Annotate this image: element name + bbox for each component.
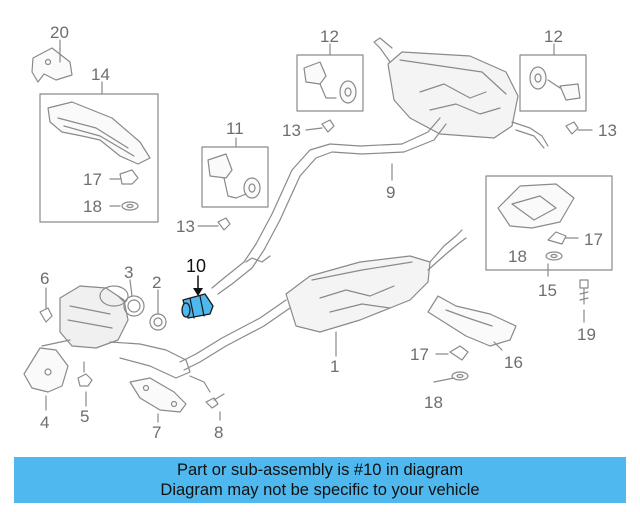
leader-lines bbox=[45, 39, 593, 423]
part-13-bolt-right[interactable] bbox=[565, 121, 579, 135]
callout-16: 16 bbox=[504, 353, 523, 372]
caption-banner: Part or sub-assembly is #10 in diagram D… bbox=[14, 457, 626, 503]
callout-17-lower: 17 bbox=[410, 345, 429, 364]
caption-line-2: Diagram may not be specific to your vehi… bbox=[160, 481, 480, 499]
part-4-bracket[interactable] bbox=[23, 347, 69, 393]
callout-5: 5 bbox=[80, 407, 89, 426]
part-8-bolt[interactable] bbox=[189, 375, 225, 409]
part-18-washer-lower[interactable] bbox=[451, 371, 469, 381]
catalytic-converter[interactable] bbox=[41, 285, 191, 379]
callout-18-lower: 18 bbox=[424, 393, 443, 412]
part-10-clamp-highlighted[interactable] bbox=[181, 293, 214, 319]
callout-12-right: 12 bbox=[544, 27, 563, 46]
callout-3: 3 bbox=[124, 263, 133, 282]
callout-1: 1 bbox=[330, 357, 339, 376]
part-17-grommet-lower[interactable] bbox=[449, 345, 469, 361]
part-13-bolt-mid[interactable] bbox=[217, 217, 231, 231]
callout-13-top: 13 bbox=[282, 121, 301, 140]
callout-17-left: 17 bbox=[83, 170, 102, 189]
callout-20: 20 bbox=[50, 23, 69, 42]
callout-10-arrow bbox=[193, 275, 203, 296]
rear-muffler[interactable] bbox=[373, 37, 549, 149]
part-11-hanger-box[interactable] bbox=[201, 146, 269, 208]
part-6-nut[interactable] bbox=[39, 307, 53, 323]
part-14-heat-shield-box[interactable] bbox=[39, 93, 159, 223]
part-5-nut[interactable] bbox=[77, 361, 93, 387]
callout-4: 4 bbox=[40, 413, 49, 432]
callout-18-left: 18 bbox=[83, 197, 102, 216]
part-12-hanger-box-left[interactable] bbox=[296, 54, 364, 112]
part-20-bracket[interactable] bbox=[31, 47, 73, 83]
part-2-gasket[interactable] bbox=[149, 313, 167, 331]
part-12-hanger-box-right[interactable] bbox=[519, 54, 587, 112]
callout-17-right: 17 bbox=[584, 230, 603, 249]
part-15-heat-shield-box[interactable] bbox=[485, 175, 613, 271]
callout-10: 10 bbox=[186, 256, 206, 276]
callout-13-mid: 13 bbox=[176, 217, 195, 236]
part-16-heat-shield[interactable] bbox=[427, 295, 517, 347]
callout-12-left: 12 bbox=[320, 27, 339, 46]
part-19-bolt[interactable] bbox=[579, 279, 589, 305]
callout-6: 6 bbox=[40, 269, 49, 288]
callout-14: 14 bbox=[91, 65, 110, 84]
callout-11: 11 bbox=[226, 119, 244, 138]
callout-labels: 20 14 17 18 11 13 12 13 12 13 9 17 18 15… bbox=[40, 23, 617, 442]
part-1-center-muffler[interactable] bbox=[179, 229, 467, 371]
part-7-flange-gasket[interactable] bbox=[129, 377, 187, 413]
callout-18-right: 18 bbox=[508, 247, 527, 266]
part-3-clamp-ring[interactable] bbox=[117, 295, 145, 317]
part-13-bolt-top[interactable] bbox=[321, 119, 335, 133]
callout-13-right: 13 bbox=[598, 121, 617, 140]
caption-line-1: Part or sub-assembly is #10 in diagram bbox=[176, 461, 464, 479]
callout-2: 2 bbox=[152, 273, 161, 292]
callout-8: 8 bbox=[214, 423, 223, 442]
callout-7: 7 bbox=[152, 423, 161, 442]
callout-9: 9 bbox=[386, 183, 395, 202]
part-9-intermediate-pipe[interactable] bbox=[211, 117, 447, 295]
callout-19: 19 bbox=[577, 325, 596, 344]
callout-15: 15 bbox=[538, 281, 557, 300]
